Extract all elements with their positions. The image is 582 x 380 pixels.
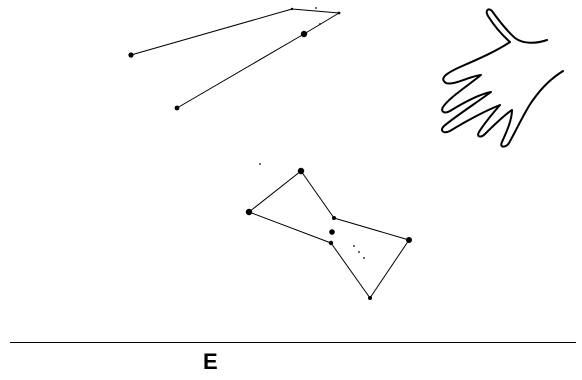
star — [353, 245, 355, 247]
star — [319, 23, 321, 25]
asterism-line — [333, 217, 410, 241]
star — [297, 167, 305, 175]
star — [337, 11, 341, 15]
upper-constellation-asterism — [130, 8, 340, 109]
lower-constellation-asterism — [248, 170, 410, 299]
asterism-line — [303, 12, 340, 35]
star — [332, 216, 336, 220]
asterism-line — [300, 170, 335, 219]
star — [329, 229, 335, 235]
hand-outline-icon — [440, 8, 564, 148]
star — [259, 163, 261, 165]
star — [358, 251, 360, 253]
asterism-line — [248, 211, 332, 244]
star — [406, 237, 412, 243]
star — [290, 7, 294, 11]
asterism-line — [176, 33, 305, 109]
asterism-line — [248, 170, 302, 213]
upper-asterism-stars — [128, 7, 341, 111]
star — [245, 208, 253, 216]
direction-label: E — [203, 349, 218, 374]
star — [128, 52, 134, 58]
star — [174, 105, 180, 111]
star — [328, 240, 334, 246]
star — [315, 7, 317, 9]
asterism-line — [291, 8, 340, 14]
star — [368, 296, 372, 300]
star — [363, 257, 365, 259]
asterism-line — [130, 8, 293, 56]
asterism-line — [330, 242, 371, 299]
asterism-line — [369, 239, 410, 299]
star — [300, 30, 308, 38]
lower-asterism-stars — [245, 163, 412, 300]
horizon-line — [10, 342, 576, 343]
